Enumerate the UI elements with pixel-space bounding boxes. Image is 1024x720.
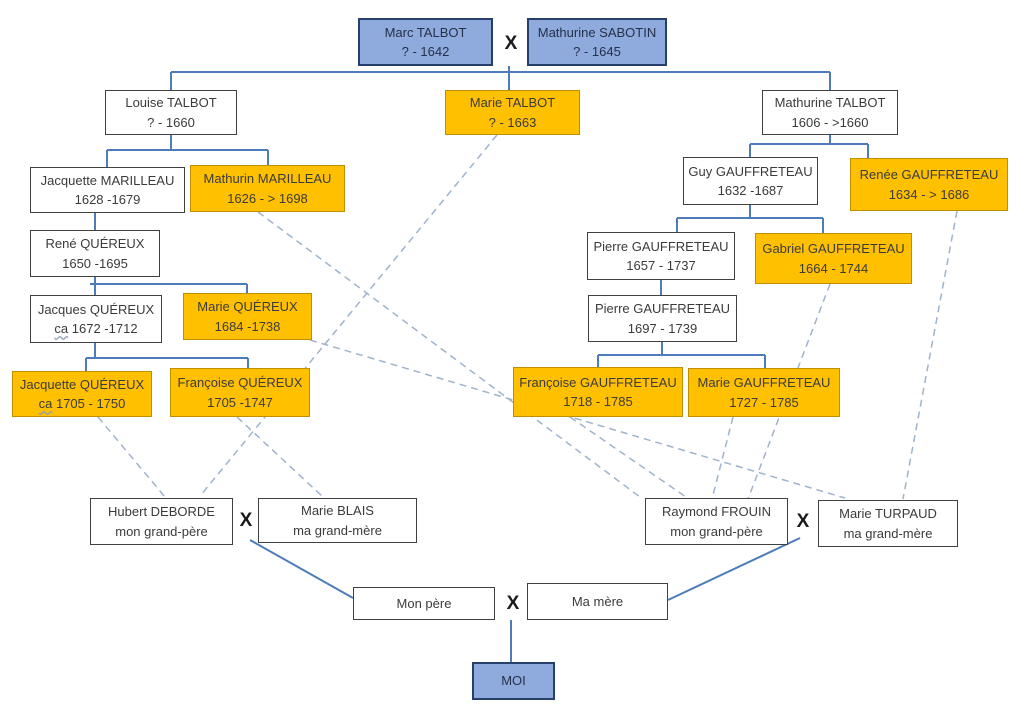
person-box-ma-mere: Ma mère bbox=[527, 583, 668, 620]
person-box-marie-turpaud: Marie TURPAUD ma grand-mère bbox=[818, 500, 958, 547]
person-dates: 1650 -1695 bbox=[62, 255, 128, 271]
person-box-mathurin-marilleau: Mathurin MARILLEAU 1626 - > 1698 bbox=[190, 165, 345, 212]
implexe-dashed-line-jacquette-quereux-to-hubert-deborde bbox=[97, 416, 166, 498]
person-name: Pierre GAUFFRETEAU bbox=[593, 238, 729, 254]
implexe-dashed-line-francoise-quereux-to-marie-blais bbox=[236, 416, 324, 498]
person-box-jacques-quereux: Jacques QUÉREUX ca 1672 -1712 bbox=[30, 295, 162, 343]
implexe-dashed-line-renee-gauffreteau-to-marie-turpaud bbox=[902, 210, 958, 500]
person-dates: 1727 - 1785 bbox=[729, 394, 799, 410]
person-dates: mon grand-père bbox=[670, 523, 763, 539]
marriage-x-mark: X bbox=[239, 510, 253, 531]
person-name: Françoise GAUFFRETEAU bbox=[519, 374, 677, 390]
person-box-marie-talbot: Marie TALBOT ? - 1663 bbox=[445, 90, 580, 135]
person-box-pierre-gauffreteau-2: Pierre GAUFFRETEAU 1697 - 1739 bbox=[588, 295, 737, 342]
person-box-rene-quereux: René QUÉREUX 1650 -1695 bbox=[30, 230, 160, 277]
implexe-dashed-line-marie-talbot-to-hubert-deborde bbox=[199, 134, 498, 497]
person-name: Mon père bbox=[396, 595, 452, 611]
person-name: Françoise QUÉREUX bbox=[177, 375, 303, 390]
person-dates: mon grand-père bbox=[115, 523, 208, 539]
person-name: MOI bbox=[501, 673, 526, 689]
tree-connector-line bbox=[667, 537, 801, 601]
implexe-dashed-line-mathurin-marilleau-to-raymond-frouin bbox=[257, 211, 641, 498]
person-dates: ? - 1660 bbox=[147, 114, 195, 130]
person-box-francoise-gauffreteau: Françoise GAUFFRETEAU 1718 - 1785 bbox=[513, 367, 683, 417]
marriage-x-mark: X bbox=[796, 511, 810, 532]
person-name: Jacquette MARILLEAU bbox=[40, 172, 175, 188]
person-name: Jacquette QUÉREUX bbox=[19, 376, 145, 392]
implexe-dashed-line-marie-gauffreteau-to-raymond-frouin bbox=[711, 416, 734, 500]
marriage-x-mark: X bbox=[506, 593, 520, 614]
person-dates: 1628 -1679 bbox=[74, 192, 141, 207]
person-name: Marie BLAIS bbox=[301, 503, 374, 518]
person-dates: ? - 1645 bbox=[573, 44, 621, 59]
person-box-marie-gauffreteau: Marie GAUFFRETEAU 1727 - 1785 bbox=[688, 368, 840, 417]
person-dates: 1634 - > 1686 bbox=[888, 186, 970, 202]
person-name: Marie TURPAUD bbox=[839, 506, 937, 521]
person-name: Marc TALBOT bbox=[384, 24, 467, 40]
implexe-dashed-line-gabriel-gauffreteau-to-raymond-frouin bbox=[747, 283, 831, 500]
person-box-mon-pere: Mon père bbox=[353, 587, 495, 620]
person-dates: ? - 1663 bbox=[488, 114, 537, 130]
person-dates: 1657 - 1737 bbox=[626, 258, 696, 273]
person-box-marie-quereux: Marie QUÉREUX 1684 -1738 bbox=[183, 293, 312, 340]
implexe-dashed-line-marie-quereux-to-marie-turpaud bbox=[309, 339, 846, 499]
person-box-hubert-deborde: Hubert DEBORDE mon grand-père bbox=[90, 498, 233, 545]
person-name: Louise TALBOT bbox=[125, 95, 217, 110]
person-box-jacquette-marilleau: Jacquette MARILLEAU 1628 -1679 bbox=[30, 167, 185, 213]
person-name: Mathurin MARILLEAU bbox=[203, 171, 332, 186]
person-box-pierre-gauffreteau-1: Pierre GAUFFRETEAU 1657 - 1737 bbox=[587, 232, 735, 280]
person-box-guy-gauffreteau: Guy GAUFFRETEAU 1632 -1687 bbox=[683, 157, 818, 205]
person-name: Gabriel GAUFFRETEAU bbox=[762, 241, 905, 256]
person-box-francoise-quereux: Françoise QUÉREUX 1705 -1747 bbox=[170, 368, 310, 417]
person-name: Marie TALBOT bbox=[469, 95, 556, 110]
person-dates: ? - 1642 bbox=[401, 44, 450, 59]
person-box-moi: MOI bbox=[472, 662, 555, 700]
person-box-raymond-frouin: Raymond FROUIN mon grand-père bbox=[645, 498, 788, 545]
person-box-marc-talbot: Marc TALBOT ? - 1642 bbox=[358, 18, 493, 66]
person-dates: ca 1672 -1712 bbox=[54, 321, 138, 336]
circa-marker: ca bbox=[54, 321, 69, 336]
person-box-louise-talbot: Louise TALBOT ? - 1660 bbox=[105, 90, 237, 135]
person-name: Marie QUÉREUX bbox=[197, 299, 298, 314]
person-box-mathurine-sabotin: Mathurine SABOTIN ? - 1645 bbox=[527, 18, 667, 66]
person-dates: 1606 - >1660 bbox=[791, 114, 869, 130]
person-dates: ma grand-mère bbox=[843, 525, 933, 541]
person-name: Jacques QUÉREUX bbox=[37, 301, 155, 317]
marriage-x-mark: X bbox=[504, 33, 518, 54]
person-name: Mathurine TALBOT bbox=[774, 95, 886, 110]
tree-connector-line bbox=[249, 539, 354, 599]
person-name: Hubert DEBORDE bbox=[108, 504, 215, 519]
person-dates: 1626 - > 1698 bbox=[227, 190, 308, 206]
person-dates: 1632 -1687 bbox=[717, 183, 784, 198]
person-dates: ca 1705 - 1750 bbox=[38, 396, 126, 411]
person-name: Renée GAUFFRETEAU bbox=[859, 167, 999, 182]
person-dates: 1697 - 1739 bbox=[627, 320, 698, 336]
person-name: Guy GAUFFRETEAU bbox=[688, 163, 813, 179]
person-box-mathurine-talbot: Mathurine TALBOT 1606 - >1660 bbox=[762, 90, 898, 135]
person-dates: 1705 -1747 bbox=[207, 394, 273, 410]
person-box-marie-blais: Marie BLAIS ma grand-mère bbox=[258, 498, 417, 543]
person-name: Mathurine SABOTIN bbox=[537, 24, 657, 40]
person-dates: 1684 -1738 bbox=[214, 318, 281, 334]
person-dates: ma grand-mère bbox=[293, 522, 382, 538]
person-box-jacquette-quereux: Jacquette QUÉREUX ca 1705 - 1750 bbox=[12, 371, 152, 417]
person-name: Ma mère bbox=[571, 593, 624, 609]
person-name: Raymond FROUIN bbox=[661, 504, 772, 519]
person-dates: 1718 - 1785 bbox=[563, 394, 633, 409]
person-box-gabriel-gauffreteau: Gabriel GAUFFRETEAU 1664 - 1744 bbox=[755, 233, 912, 284]
person-name: Pierre GAUFFRETEAU bbox=[594, 301, 731, 316]
person-name: René QUÉREUX bbox=[45, 236, 145, 251]
person-dates: 1664 - 1744 bbox=[798, 260, 869, 276]
circa-marker: ca bbox=[38, 396, 53, 411]
person-name: Marie GAUFFRETEAU bbox=[697, 375, 831, 390]
person-box-renee-gauffreteau: Renée GAUFFRETEAU 1634 - > 1686 bbox=[850, 158, 1008, 211]
